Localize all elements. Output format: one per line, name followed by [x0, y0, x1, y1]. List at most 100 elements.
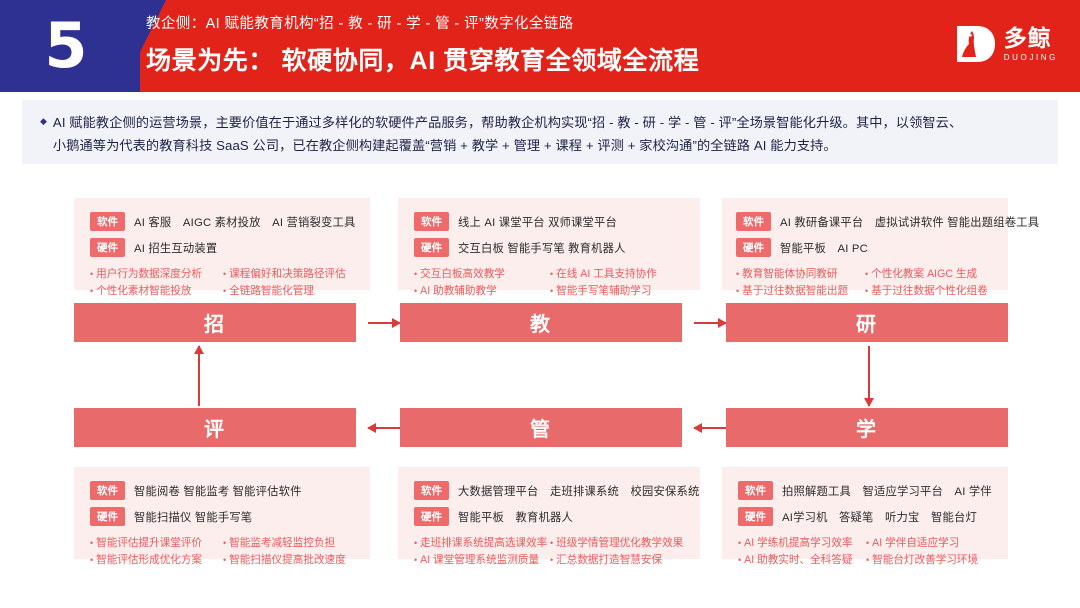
software-line: 软件 AI 客服 AIGC 素材投放 AI 营销裂变工具 — [90, 212, 356, 231]
arrowhead-up-icon — [194, 345, 204, 354]
software-items: 大数据管理平台 走班排课系统 校园安保系统 — [458, 485, 700, 498]
bullet-col-right: •个性化教案 AIGC 生成 •基于过往数据个性化组卷 — [865, 266, 994, 300]
list-item: •AI 助教实时、全科答疑 — [738, 554, 853, 566]
hardware-tag: 硬件 — [738, 507, 773, 526]
intro-diamond-icon: ◆ — [40, 116, 47, 126]
slide-number: 5 — [44, 9, 88, 82]
list-item: •走班排课系统提高选课效率 — [414, 537, 548, 549]
intro-line-2: 小鹅通等为代表的教育科技 SaaS 公司，已在教企侧构建起覆盖“营销 + 教学 … — [52, 138, 837, 153]
intro-panel: ◆ AI 赋能教企侧的运营场景，主要价值在于通过多样化的软硬件产品服务，帮助教企… — [22, 100, 1058, 164]
hardware-items: AI 招生互动装置 — [134, 242, 218, 255]
hardware-items: 智能平板 教育机器人 — [458, 511, 573, 524]
bullet-col-right: •智能监考减轻监控负担 •智能扫描仪提高批改速度 — [223, 535, 356, 569]
bullet-text: 交互白板高效教学 — [420, 268, 505, 280]
card-xue: 软件 拍照解题工具 智适应学习平台 AI 学伴 硬件 AI学习机 答疑笔 听力宝… — [722, 467, 1008, 566]
benefit-bullets: •教育智能体协同教研 •基于过往数据智能出题 •个性化教案 AIGC 生成 •基… — [736, 266, 994, 300]
bullet-text: AI 助教辅助教学 — [420, 285, 497, 297]
bullet-text: 班级学情管理优化教学效果 — [556, 537, 684, 549]
hardware-line: 硬件 智能平板 AI PC — [736, 238, 994, 257]
bullet-text: AI 助教实时、全科答疑 — [744, 554, 853, 566]
logo-chinese: 多鲸 — [1003, 24, 1052, 51]
software-items: AI 教研备课平台 虚拟试讲软件 智能出题组卷工具 — [780, 216, 1040, 229]
whale-logo-icon — [953, 22, 997, 66]
bullet-col-left: •智能评估提升课堂评价 •智能评估形成优化方案 — [90, 535, 223, 569]
hardware-line: 硬件 交互白板 智能手写笔 教育机器人 — [414, 238, 686, 257]
intro-row: ◆ AI 赋能教企侧的运营场景，主要价值在于通过多样化的软硬件产品服务，帮助教企… — [40, 111, 1040, 157]
software-tag: 软件 — [90, 212, 125, 231]
bullet-text: 智能手写笔辅助学习 — [556, 285, 652, 297]
bullet-col-right: •AI 学伴自适应学习 •智能台灯改善学习环境 — [866, 535, 994, 569]
software-items: AI 客服 AIGC 素材投放 AI 营销裂变工具 — [134, 216, 356, 229]
bullet-text: 个性化教案 AIGC 生成 — [871, 268, 978, 280]
flow-box-jiao: 教 — [400, 303, 682, 342]
arrowhead-right-icon — [392, 318, 401, 328]
software-tag: 软件 — [738, 481, 773, 500]
logo-wordmark: 多鲸 DUOJING — [1003, 24, 1058, 62]
list-item: •在线 AI 工具支持协作 — [550, 268, 657, 280]
arrow-yan-to-xue — [864, 346, 874, 407]
bullet-text: AI 学伴自适应学习 — [872, 537, 960, 549]
card-jiao: 软件 线上 AI 课堂平台 双师课堂平台 硬件 交互白板 智能手写笔 教育机器人… — [398, 198, 700, 297]
bullet-text: 用户行为数据深度分析 — [96, 268, 203, 280]
arrow-jiao-to-yan — [694, 318, 727, 328]
list-item: •个性化教案 AIGC 生成 — [865, 268, 978, 280]
bullet-text: 课程偏好和决策路径评估 — [229, 268, 346, 280]
list-item: •智能监考减轻监控负担 — [223, 537, 336, 549]
list-item: •教育智能体协同教研 — [736, 268, 838, 280]
list-item: •AI 学练机提高学习效率 — [738, 537, 853, 549]
flow-box-guan: 管 — [400, 408, 682, 447]
flow-label: 管 — [530, 419, 552, 441]
bullet-text: 走班排课系统提高选课效率 — [420, 537, 548, 549]
arrow-xue-to-guan — [693, 423, 726, 433]
flow-label: 教 — [530, 314, 552, 336]
list-item: •班级学情管理优化教学效果 — [550, 537, 684, 549]
flow-box-zhao: 招 — [74, 303, 356, 342]
list-item: •智能评估提升课堂评价 — [90, 537, 203, 549]
software-tag: 软件 — [90, 481, 125, 500]
bullet-col-left: •走班排课系统提高选课效率 •AI 课堂管理系统监测质量 — [414, 535, 550, 569]
software-line: 软件 AI 教研备课平台 虚拟试讲软件 智能出题组卷工具 — [736, 212, 1039, 231]
hardware-tag: 硬件 — [90, 507, 125, 526]
list-item: •AI 学伴自适应学习 — [866, 537, 960, 549]
bullet-col-left: •AI 学练机提高学习效率 •AI 助教实时、全科答疑 — [738, 535, 866, 569]
logo-english: DUOJING — [1003, 52, 1058, 62]
bullet-text: 智能台灯改善学习环境 — [872, 554, 979, 566]
hardware-items: 交互白板 智能手写笔 教育机器人 — [458, 242, 626, 255]
list-item: •智能台灯改善学习环境 — [866, 554, 979, 566]
hardware-items: 智能扫描仪 智能手写笔 — [134, 511, 253, 524]
bullet-text: 智能扫描仪提高批改速度 — [229, 554, 346, 566]
software-line: 软件 拍照解题工具 智适应学习平台 AI 学伴 — [738, 481, 994, 500]
bullet-text: 全链路智能化管理 — [229, 285, 314, 297]
arrow-ping-to-zhao — [194, 345, 204, 406]
flow-label: 评 — [204, 419, 226, 441]
hardware-line: 硬件 智能平板 教育机器人 — [414, 507, 686, 526]
bullet-text: 基于过往数据个性化组卷 — [871, 285, 988, 297]
header-subtitle: 教企侧：AI 赋能教育机构“招 - 教 - 研 - 学 - 管 - 评”数字化全… — [146, 16, 574, 32]
hardware-items: AI学习机 答疑笔 听力宝 智能台灯 — [782, 511, 978, 524]
list-item: •智能手写笔辅助学习 — [550, 285, 652, 297]
card-guan: 软件 大数据管理平台 走班排课系统 校园安保系统 硬件 智能平板 教育机器人 •… — [398, 467, 700, 566]
list-item: •汇总数据打造智慧安保 — [550, 554, 663, 566]
hardware-line: 硬件 AI 招生互动装置 — [90, 238, 356, 257]
hardware-tag: 硬件 — [736, 238, 771, 257]
hardware-line: 硬件 AI学习机 答疑笔 听力宝 智能台灯 — [738, 507, 994, 526]
list-item: •AI 助教辅助教学 — [414, 285, 497, 297]
bullet-col-left: •交互白板高效教学 •AI 助教辅助教学 — [414, 266, 550, 300]
bullet-text: 智能监考减轻监控负担 — [229, 537, 336, 549]
flow-box-xue: 学 — [726, 408, 1008, 447]
benefit-bullets: •AI 学练机提高学习效率 •AI 助教实时、全科答疑 •AI 学伴自适应学习 … — [738, 535, 994, 569]
software-line: 软件 线上 AI 课堂平台 双师课堂平台 — [414, 212, 686, 231]
benefit-bullets: •智能评估提升课堂评价 •智能评估形成优化方案 •智能监考减轻监控负担 •智能扫… — [90, 535, 356, 569]
bullet-text: AI 学练机提高学习效率 — [744, 537, 853, 549]
flow-label: 研 — [856, 314, 878, 336]
list-item: •智能扫描仪提高批改速度 — [223, 554, 346, 566]
list-item: •课程偏好和决策路径评估 — [223, 268, 346, 280]
arrow-zhao-to-jiao — [368, 318, 401, 328]
arrowhead-left-icon — [693, 423, 702, 433]
header-text-group: 教企侧：AI 赋能教育机构“招 - 教 - 研 - 学 - 管 - 评”数字化全… — [146, 12, 699, 77]
list-item: •智能评估形成优化方案 — [90, 554, 203, 566]
bullet-text: 在线 AI 工具支持协作 — [556, 268, 657, 280]
brand-logo: 多鲸 DUOJING — [953, 22, 1058, 66]
list-item: •AI 课堂管理系统监测质量 — [414, 554, 540, 566]
header-title: 场景为先： 软硬协同，AI 贯穿教育全领域全流程 — [146, 47, 700, 75]
